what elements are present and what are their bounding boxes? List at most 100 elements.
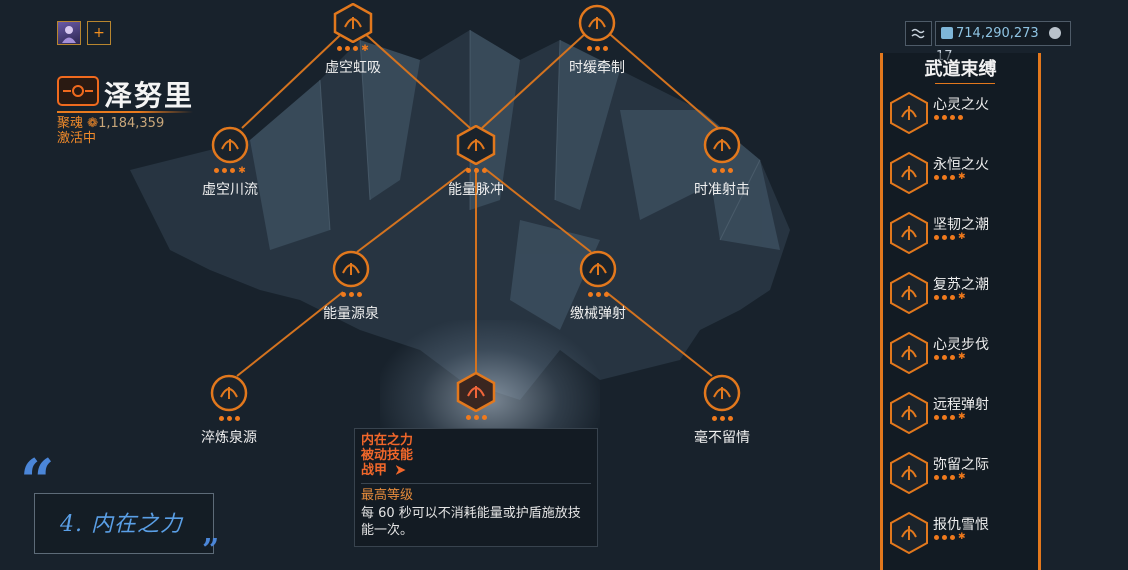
character-name: 泽努里 [104,79,195,112]
skill-node-disarm-ricochet[interactable]: 缴械弹射 [538,249,658,323]
side-item-label: 弥留之际 [933,457,989,473]
rank-dots [538,292,658,300]
rank-dots: ✱ [293,45,413,54]
status-text: 激活中 [57,131,97,146]
rank-dots [416,168,536,176]
skill-tooltip: 内在之力 被动技能 战甲 最高等级 每 60 秒可以不消耗能量或护盾施放技 能一… [354,428,598,547]
skill-node-energy-spring[interactable]: 能量源泉 [291,249,411,323]
skill-node-inner-power[interactable] [416,372,536,423]
name-underline [57,111,193,113]
skill-node-ring [456,372,496,412]
tooltip-level-label: 最高等级 [361,488,414,503]
tempered-spring-icon [210,374,248,412]
skill-node-ring [333,3,373,43]
credits-icon [941,27,953,39]
skill-node-label: 虚空虹吸 [325,60,381,76]
skill-node-no-mercy[interactable]: 毫不留情 [662,373,782,447]
mind-step-icon [890,331,928,375]
currency-toggle-button[interactable] [905,21,932,46]
rank-dots: ✱ [170,167,290,176]
side-item-label: 心灵之火 [933,97,989,113]
soul-icon: ❁ [87,116,99,131]
skill-node-precise-shot[interactable]: 时准射击 [662,125,782,199]
side-item-2[interactable]: 永恒之火✱ [889,151,1039,201]
disarm-ricochet-icon [579,250,617,288]
side-item-label: 坚韧之潮 [933,217,989,233]
skill-node-label: 时准射击 [694,182,750,198]
player-avatar[interactable] [57,21,81,45]
tenacity-tide-icon [890,211,928,255]
void-stream-icon [211,126,249,164]
skill-node-energy-pulse[interactable]: 能量脉冲 [416,125,536,199]
tooltip-category: 战甲 [361,463,591,478]
skill-node-void-siphon[interactable]: ✱ 虚空虹吸 [293,3,413,77]
rank-dots [416,415,536,423]
credits-value: 714,290,273 [956,26,1039,41]
side-item-8[interactable]: 报仇雪恨✱ [889,511,1039,561]
waves-icon [911,28,925,39]
caption-box [34,493,214,554]
rank-dots [934,115,966,123]
tooltip-description: 每 60 秒可以不消耗能量或护盾施放技 能一次。 [361,505,591,539]
skill-node-ring [578,249,618,289]
side-item-6[interactable]: 远程弹射✱ [889,391,1039,441]
rank-dots: ✱ [934,413,969,423]
warframe-category-icon [395,465,406,475]
side-item-7[interactable]: 弥留之际✱ [889,451,1039,501]
rank-dots: ✱ [934,293,969,303]
skill-node-void-stream[interactable]: ✱虚空川流 [170,125,290,199]
side-item-label: 远程弹射 [933,397,989,413]
skill-node-tempered-spring[interactable]: 淬炼泉源 [169,373,289,447]
tooltip-description-line-1: 每 60 秒可以不消耗能量或护盾施放技 [361,506,581,521]
caption-text: 4. 内在之力 [60,512,183,537]
skill-node-label: 毫不留情 [694,430,750,446]
skill-node-ring [577,3,617,43]
add-button[interactable]: + [87,21,111,45]
platinum-icon [1048,27,1061,39]
currency-display: 714,290,273 17 [935,21,1071,64]
rank-dots: ✱ [934,173,969,183]
skill-node-time-drag[interactable]: 时缓牵制 [537,3,657,77]
tooltip-type: 被动技能 [361,448,414,463]
side-item-label: 复苏之潮 [933,277,989,293]
rank-dots: ✱ [934,533,969,543]
skill-node-label: 缴械弹射 [570,306,626,322]
skill-node-label: 时缓牵制 [569,60,625,76]
revival-tide-icon [890,271,928,315]
ranged-projectile-icon [890,391,928,435]
tooltip-category-label: 战甲 [361,463,388,478]
tooltip-description-line-2: 能一次。 [361,523,414,538]
vengeance-icon [890,511,928,555]
rank-dots [537,46,657,54]
soul-label: 聚魂 [57,116,84,131]
skill-node-ring [456,125,496,165]
side-item-3[interactable]: 坚韧之潮✱ [889,211,1039,261]
rank-dots: ✱ [934,353,969,363]
skill-node-label: 淬炼泉源 [201,430,257,446]
side-panel: 武道束缚 心灵之火 永恒之火✱ 坚韧之潮✱ 复苏之潮✱ 心灵步伐✱ 远程弹射✱ [880,53,1041,570]
rank-dots [291,292,411,300]
side-item-5[interactable]: 心灵步伐✱ [889,331,1039,381]
rank-dots: ✱ [934,233,969,243]
side-item-label: 心灵步伐 [933,337,989,353]
skill-node-ring [209,373,249,413]
tooltip-title: 内在之力 [361,433,414,448]
side-item-1[interactable]: 心灵之火 [889,91,1039,141]
soul-value: 1,184,359 [98,116,165,131]
rank-dots [169,416,289,424]
eternal-flame-icon [890,151,928,195]
skill-node-ring [702,373,742,413]
rank-dots [662,168,782,176]
rank-dots [662,416,782,424]
rank-dots: ✱ [934,473,969,483]
void-siphon-icon [333,3,373,43]
time-drag-icon [578,4,616,42]
skill-node-label: 能量脉冲 [448,182,504,198]
energy-spring-icon [332,250,370,288]
close-quote-icon: ” [202,533,220,568]
precise-shot-icon [703,126,741,164]
side-item-4[interactable]: 复苏之潮✱ [889,271,1039,321]
side-panel-title: 武道束缚 [924,59,997,80]
no-mercy-icon [703,374,741,412]
skill-node-ring [210,125,250,165]
